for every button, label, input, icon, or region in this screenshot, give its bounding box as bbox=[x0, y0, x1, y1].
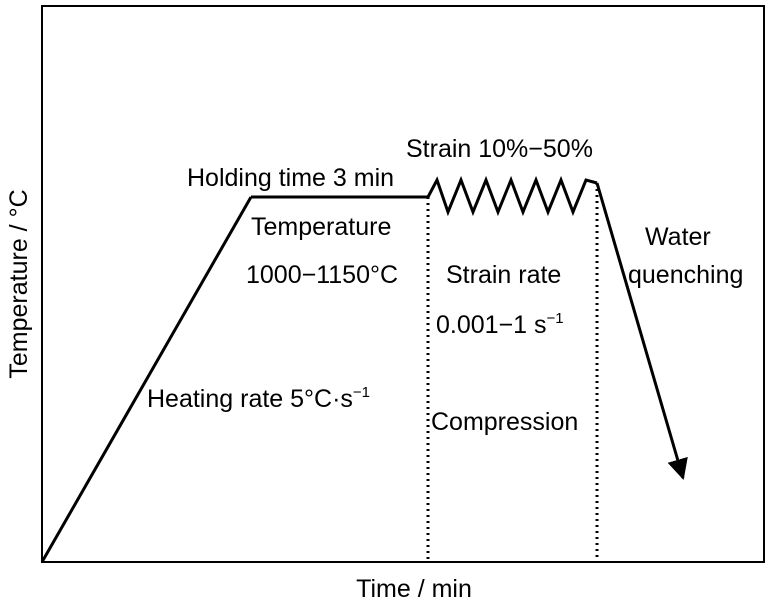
water-label: Water bbox=[645, 223, 711, 251]
y-axis-label: Temperature / °C bbox=[5, 189, 33, 378]
heating-ramp-line bbox=[40, 196, 253, 563]
temperature-range-label: 1000−1150°C bbox=[246, 261, 398, 289]
strain-rate-value-label: 0.001−1 s−1 bbox=[436, 310, 564, 339]
strain-rate-exponent: −1 bbox=[547, 310, 564, 327]
strain-zigzag-line bbox=[426, 175, 598, 217]
plot-frame bbox=[41, 5, 765, 563]
strain-rate-value-main: 0.001−1 s bbox=[436, 311, 547, 339]
temperature-label: Temperature bbox=[251, 213, 391, 241]
heating-rate-main: Heating rate 5°C·s bbox=[147, 385, 353, 413]
compression-label: Compression bbox=[431, 408, 578, 436]
strain-rate-label: Strain rate bbox=[446, 261, 561, 289]
x-axis-label: Time / min bbox=[356, 575, 472, 603]
strain-range-label: Strain 10%−50% bbox=[406, 135, 593, 163]
heating-rate-exponent: −1 bbox=[353, 384, 370, 401]
quenching-label: quenching bbox=[628, 261, 743, 289]
heating-rate-label: Heating rate 5°C·s−1 bbox=[147, 384, 370, 413]
water-quenching-arrow bbox=[595, 182, 688, 481]
holding-time-label: Holding time 3 min bbox=[187, 164, 394, 192]
